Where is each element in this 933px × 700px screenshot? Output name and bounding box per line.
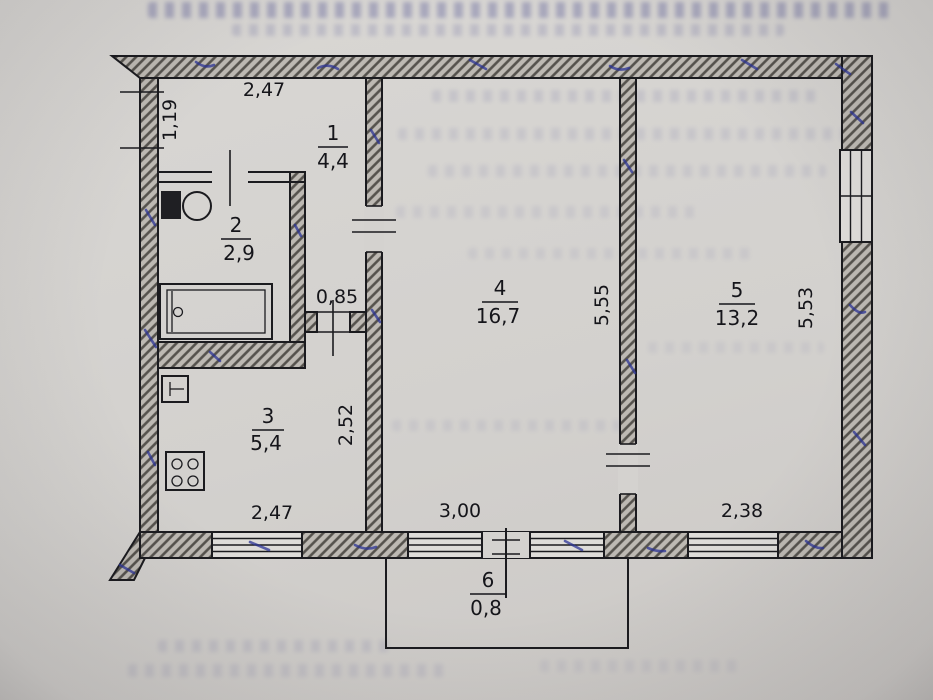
window-room4-left	[407, 531, 483, 559]
top-wall	[109, 55, 873, 79]
blue-pen-marks	[118, 58, 867, 575]
hall-room4-wall	[365, 77, 383, 533]
left-wall	[139, 77, 159, 559]
balcony-outline	[385, 558, 629, 649]
room-5-area: 13,2	[715, 306, 760, 330]
stove	[165, 451, 205, 491]
room-label-6: 6 0,8	[470, 568, 506, 620]
bathtub	[159, 283, 273, 340]
room-2-area: 2,9	[223, 241, 255, 265]
room-5-number: 5	[731, 278, 744, 302]
room-6-number: 6	[482, 568, 495, 592]
bleedthrough-row	[148, 2, 890, 18]
room-4-number: 4	[494, 276, 507, 300]
room-2-number: 2	[230, 213, 243, 237]
dim-bottom-right-width: 2,38	[721, 500, 763, 522]
room-6-area: 0,8	[470, 596, 502, 620]
room-label-2: 2 2,9	[221, 213, 255, 265]
bleedthrough-row	[468, 248, 750, 259]
bathroom-bottom-wall	[157, 341, 306, 369]
door-gap-room4-room5	[618, 444, 638, 494]
room-1-number: 1	[327, 121, 340, 145]
window-room4-right	[529, 531, 605, 559]
window-room5	[687, 531, 779, 559]
bleedthrough-row	[648, 342, 824, 353]
room-labels: 1 4,4 2 2,9 3 5,4 4 16,7 5	[221, 121, 759, 620]
windows	[211, 149, 873, 559]
kitchen-sink	[161, 375, 189, 403]
hall-kitchen-wall-left-stub	[304, 311, 318, 333]
window-right-wall	[839, 149, 873, 243]
dim-bottom-left-width: 2,47	[251, 502, 293, 524]
dim-top-width: 2,47	[243, 79, 285, 101]
bleedthrough-row	[232, 24, 784, 36]
balcony	[385, 558, 629, 649]
toilet	[161, 191, 212, 221]
room-3-area: 5,4	[250, 431, 282, 455]
door-openings	[229, 150, 650, 598]
dim-room5-depth: 5,53	[795, 287, 817, 329]
bleedthrough-row	[540, 660, 738, 672]
room-3-number: 3	[262, 404, 275, 428]
bleedthrough-row	[158, 640, 396, 652]
dim-kitchen-depth: 2,52	[335, 404, 357, 446]
fixtures	[159, 191, 273, 491]
room-label-3: 3 5,4	[250, 404, 284, 455]
door-gap-hall-room4	[364, 206, 384, 252]
room-label-5: 5 13,2	[715, 278, 760, 330]
room-label-1: 1 4,4	[317, 121, 349, 173]
window-kitchen	[211, 531, 303, 559]
dimension-ticks	[120, 91, 164, 149]
dim-bottom-center-width: 3,00	[439, 500, 481, 522]
bleedthrough-row	[128, 664, 446, 677]
right-wall	[841, 55, 873, 559]
dim-doorway-width: 0,85	[316, 286, 358, 308]
bleedthrough-row	[392, 420, 620, 431]
dim-room4-depth: 5,55	[591, 284, 613, 326]
dim-left-height: 1,19	[159, 99, 181, 141]
bathroom-right-wall	[289, 171, 306, 369]
dimension-labels: 2,47 1,19 0,85 2,52 5,55 5,53 2,47 3,00 …	[159, 79, 817, 524]
interior-walls	[157, 77, 637, 533]
room4-room5-wall	[619, 77, 637, 533]
room-1-area: 4,4	[317, 149, 349, 173]
room-label-4: 4 16,7	[476, 276, 521, 328]
hall-kitchen-wall-right-stub	[349, 311, 367, 333]
room-4-area: 16,7	[476, 304, 521, 328]
